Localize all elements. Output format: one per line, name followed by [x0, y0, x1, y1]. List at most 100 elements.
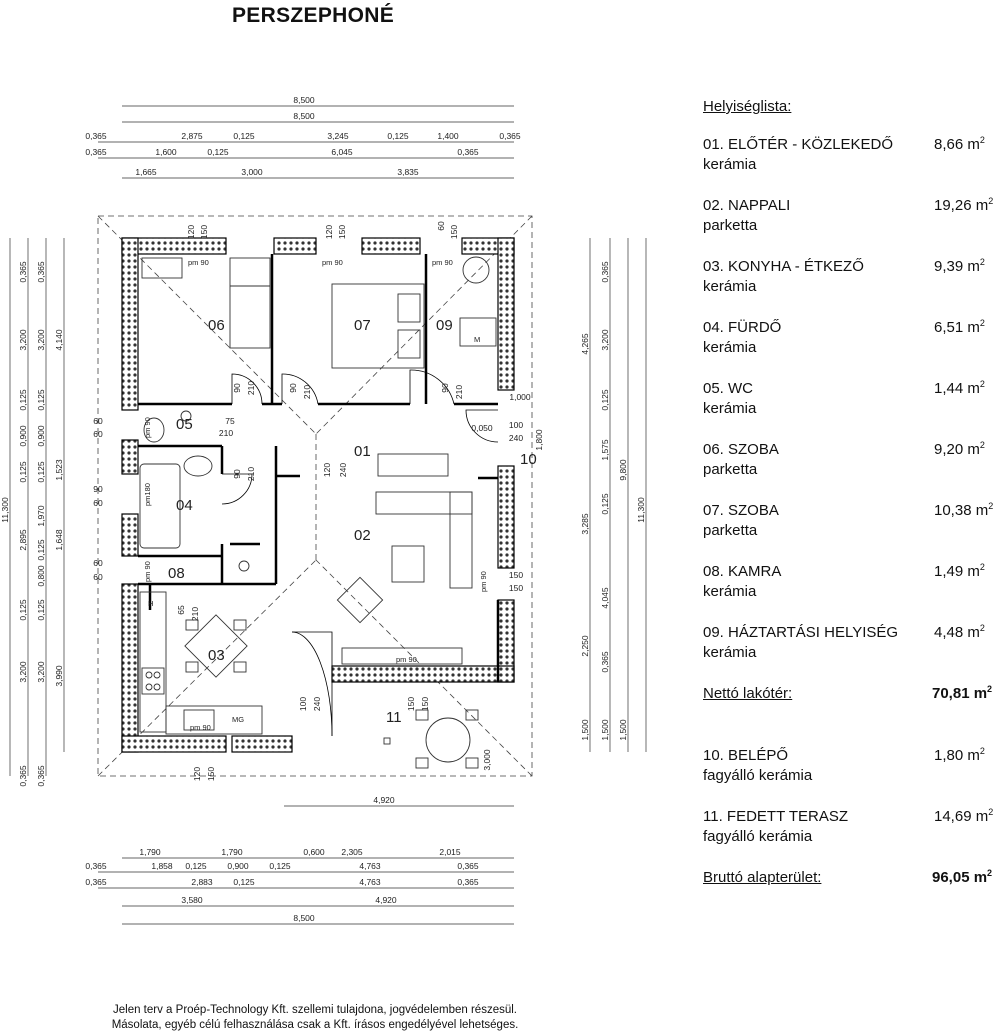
window-label-3: 150: [337, 225, 347, 239]
bottom-dim-2-2: 0,125: [185, 861, 207, 871]
door-120-hall: 120: [322, 463, 332, 477]
right-dim-2-1: 3,200: [600, 329, 610, 351]
room-area: 1,44 m2: [934, 379, 985, 398]
entry-1000: 1,000: [509, 392, 531, 402]
room-floor: kerámia: [703, 644, 757, 661]
m-label: M: [474, 335, 480, 344]
right-dim-2-4: 0,125: [600, 493, 610, 515]
room-floor: kerámia: [703, 278, 757, 295]
top-dim-5-2: 3,835: [397, 167, 419, 177]
room-name: 07. SZOBA: [703, 502, 779, 519]
footer-line-1: Jelen terv a Proép-Technology Kft. szell…: [113, 1004, 517, 1016]
bottom-dim-2-3: 0,900: [227, 861, 249, 871]
room-entry-02: 02. NAPPALI parketta 19,26 m2: [703, 196, 1000, 257]
room-number-08: 08: [168, 565, 185, 582]
entry-100: 100: [509, 420, 523, 430]
living-150-a: 150: [509, 570, 523, 580]
left-dim-2-4: 0,125: [18, 461, 28, 483]
room-name: 09. HÁZTARTÁSI HELYISÉG: [703, 624, 899, 641]
gross-floor-area: Bruttó alapterület: 96,05 m2: [703, 868, 1000, 908]
room-area: 6,51 m2: [934, 318, 985, 337]
interior-walls: [138, 254, 500, 682]
pm90-label-living: pm 90: [396, 655, 417, 664]
side-90-a: 90: [93, 484, 103, 494]
top-dim-3-5: 1,400: [437, 131, 459, 141]
top-dim-3-1: 2,875: [181, 131, 203, 141]
room-area: 4,48 m2: [934, 623, 985, 642]
left-dim-2-3: 0,900: [18, 425, 28, 447]
mg-label: MG: [232, 715, 244, 724]
room-area: 19,26 m2: [934, 196, 994, 215]
room-number-09: 09: [436, 317, 453, 334]
right-dim-2-3: 1,575: [600, 439, 610, 461]
room-floor: fagyálló kerámia: [703, 828, 813, 845]
pm90-label-wc: pm 90: [143, 417, 152, 438]
copyright-footer: Jelen terv a Proép-Technology Kft. szell…: [0, 1003, 630, 1033]
room-name: 01. ELŐTÉR - KÖZLEKEDŐ: [703, 136, 894, 153]
top-dim-1: 8,500: [293, 95, 315, 105]
room-area: 8,66 m2: [934, 135, 985, 154]
door-90-c: 90: [440, 383, 450, 393]
left-dim-2-6: 0,125: [18, 599, 28, 621]
room-entry-04: 04. FÜRDŐ kerámia 6,51 m2: [703, 318, 1000, 379]
bottom-dim-3-0: 0,365: [85, 877, 107, 887]
bottom-dim-2-5: 4,763: [359, 861, 381, 871]
window-label-4: 60: [436, 221, 446, 231]
right-dim-4-0: 11,300: [636, 497, 646, 523]
room-list: Helyiséglista: 01. ELŐTÉR - KÖZLEKEDŐ ke…: [703, 97, 1000, 908]
bottom-dim-1-1: 1,790: [221, 847, 243, 857]
room-floor: kerámia: [703, 156, 757, 173]
bottom-dim-2-6: 0,365: [457, 861, 479, 871]
room-number-02: 02: [354, 527, 371, 544]
window-label-5: 150: [449, 225, 459, 239]
pm90-label-kitchen: pm 90: [190, 723, 211, 732]
net-area-label: Nettó lakótér:: [703, 685, 793, 702]
left-dim-3-0: 0,365: [36, 261, 46, 283]
left-dim-4-1: 1,523: [54, 459, 64, 481]
top-dim-3-4: 0,125: [387, 131, 409, 141]
terrace-100: 100: [298, 697, 308, 711]
room-entry-08: 08. KAMRA kerámia 1,49 m2: [703, 562, 1000, 623]
footer-line-2: Másolata, egyéb célú felhasználása csak …: [111, 1019, 519, 1031]
door-210-c: 210: [454, 385, 464, 399]
gross-area-label: Bruttó alapterület:: [703, 869, 822, 886]
room-floor: kerámia: [703, 400, 757, 417]
room-entry-07: 07. SZOBA parketta 10,38 m2: [703, 501, 1000, 562]
terrace-240: 240: [312, 697, 322, 711]
kitchen-120: 120: [192, 767, 202, 781]
top-dim-4-0: 0,365: [85, 147, 107, 157]
right-dim-1-1: 3,285: [580, 513, 590, 535]
bottom-dim-3-2: 0,125: [233, 877, 255, 887]
left-dim-3-3: 0,900: [36, 425, 46, 447]
room-name: 04. FÜRDŐ: [703, 319, 782, 336]
bottom-dim-2-1: 1,858: [151, 861, 173, 871]
room-number-07: 07: [354, 317, 371, 334]
door-210-b: 210: [302, 385, 312, 399]
room-entry-01: 01. ELŐTÉR - KÖZLEKEDŐ kerámia 8,66 m2: [703, 135, 1000, 196]
bottom-dim-3-4: 0,365: [457, 877, 479, 887]
room-entry-10: 10. BELÉPŐ fagyálló kerámia 1,80 m2: [703, 746, 1000, 807]
room-name: 11. FEDETT TERASZ: [703, 808, 849, 825]
room-area: 14,69 m2: [934, 807, 994, 826]
gross-area-value: 96,05 m2: [932, 868, 993, 887]
door-210-bath: 210: [246, 467, 256, 481]
entry-0050: 0,050: [471, 423, 493, 433]
left-dim-4-3: 3,990: [54, 665, 64, 687]
door-210-wc: 210: [219, 428, 233, 438]
room-number-11: 11: [386, 709, 402, 726]
doors: [221, 369, 499, 737]
pm90-label-09: pm 90: [432, 258, 453, 267]
net-area-value: 70,81 m2: [932, 684, 993, 703]
top-dim-2: 8,500: [293, 111, 315, 121]
bottom-dim-1-2: 0,600: [303, 847, 325, 857]
left-dim-3-10: 0,365: [36, 765, 46, 787]
side-60-a: 60: [93, 416, 103, 426]
left-dim-3-5: 1,970: [36, 505, 46, 527]
left-dim-3-2: 0,125: [36, 389, 46, 411]
entry-240: 240: [509, 433, 523, 443]
left-dim-3-4: 0,125: [36, 461, 46, 483]
room-area: 10,38 m2: [934, 501, 994, 520]
room-floor: parketta: [703, 522, 758, 539]
entry-1800: 1,800: [534, 429, 544, 451]
right-dim-2-5: 4,045: [600, 587, 610, 609]
